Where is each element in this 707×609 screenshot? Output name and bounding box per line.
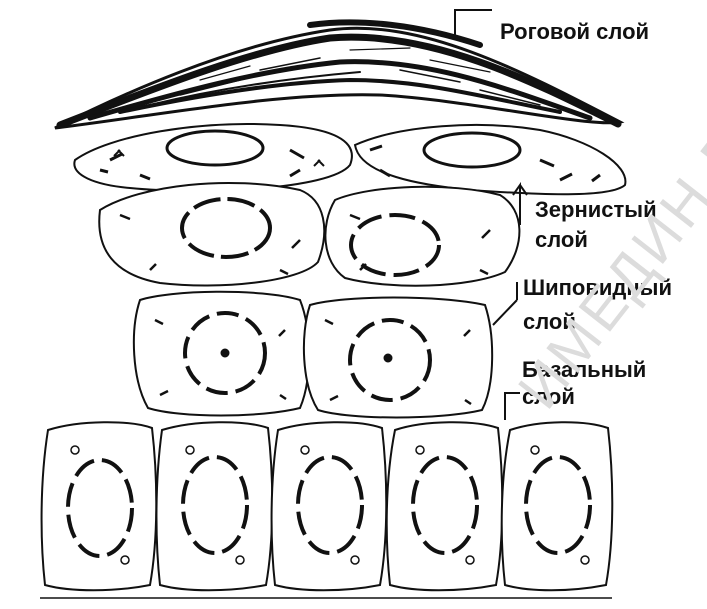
basal-cell-5 [502,422,613,590]
basal-cell-3 [272,422,387,590]
pointer-spinous [493,282,517,325]
basal-cell-2 [156,422,272,590]
basal-cell-1 [42,422,157,590]
granular-cell-left [74,124,352,191]
spinous-upper-cell-right [325,187,519,286]
pointer-stratum-corneum [455,10,492,35]
granular-cell-right [355,125,625,194]
basal-cells [40,422,612,598]
basal-cell-4 [387,422,503,590]
pointer-basal [505,393,520,420]
spinous-cell-left [134,292,309,416]
label-granular-line2: слой [535,226,588,254]
spinous-upper-cell-left [99,183,324,286]
label-stratum-corneum: Роговой слой [500,18,649,46]
spinous-cell-right [304,298,492,418]
